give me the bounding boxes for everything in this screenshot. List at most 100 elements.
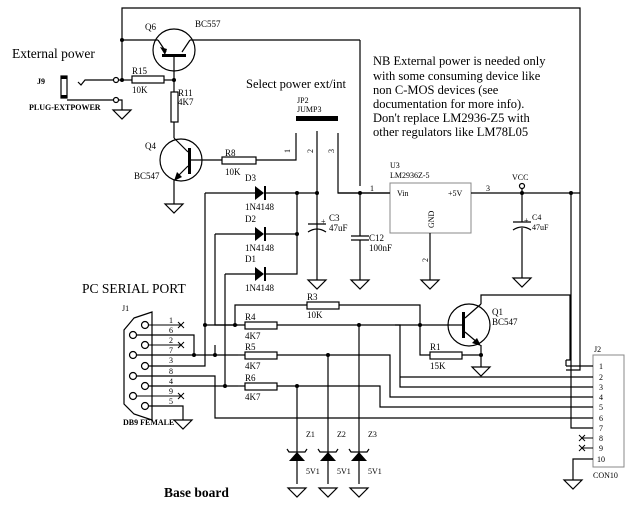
label-d1: D1 [245,254,256,264]
value-r6: 4K7 [245,392,261,402]
heading-external-power: External power [12,46,95,61]
note-line: documentation for more info). [373,97,524,111]
label-r5: R5 [245,342,256,352]
q1-transistor [447,294,571,377]
value-c3: 47uF [329,223,348,233]
j2-pin: 8 [599,434,603,443]
note-line: NB External power is needed only [373,54,546,68]
j2-pin: 3 [599,383,603,392]
vcc-node [518,182,526,222]
label-z2: Z2 [337,430,346,439]
j1-pin: 8 [169,367,173,376]
label-j9: J9 [37,77,45,86]
value-r15: 10K [132,85,148,95]
label-c3: C3 [329,213,340,223]
note-line: non C-MOS devices (see [373,83,499,97]
label-r3: R3 [307,292,318,302]
d3-diode [255,186,266,200]
label-q1: Q1 [492,307,503,317]
q4-transistor [159,137,222,214]
note-line: Don't replace LM2936-Z5 with [373,111,530,125]
jp2-pin-1: 1 [283,149,292,153]
r1-resistor [419,325,483,360]
j2-connector [400,191,625,490]
label-q6: Q6 [145,22,156,32]
u3-pin-1: 1 [370,184,374,193]
value-r5: 4K7 [245,361,261,371]
d1-diode [255,267,266,281]
c4-capacitor [511,221,533,288]
z2-zener [317,355,339,498]
u3-pin-2: 2 [421,258,430,262]
r3-resistor [233,301,421,327]
jp2-pin-2: 2 [306,149,315,153]
heading-pc-serial-port: PC SERIAL PORT [82,281,186,296]
label-j1: J1 [122,304,129,313]
value-d1: 1N4148 [245,283,274,293]
j1-pin: 9 [169,387,173,396]
value-r4: 4K7 [245,331,261,341]
value-u3: LM2936Z-5 [390,171,430,180]
j1-pin: 1 [169,316,173,325]
label-z1: Z1 [306,430,315,439]
label-c4: C4 [532,213,541,222]
z3-zener [348,325,370,498]
value-r11: 4K7 [178,97,194,107]
value-jp2: JUMP3 [297,105,321,114]
heading-select-power: Select power ext/int [246,77,346,91]
label-q4: Q4 [145,141,156,151]
r5-resistor [238,351,566,398]
j1-pin: 2 [169,336,173,345]
c3-polarity: + [321,217,326,226]
j2-pin: 1 [599,362,603,371]
c3-capacitor [306,223,328,290]
label-c12: C12 [369,233,384,243]
label-r4: R4 [245,312,256,322]
value-r1: 15K [430,361,446,371]
jp2-jumper [296,116,394,280]
j1-pin-wires [137,321,566,430]
j1-pin: 5 [169,397,173,406]
value-j1: DB9 FEMALE [123,418,174,427]
value-r8: 10K [225,167,241,177]
z1-zener [286,386,308,498]
value-j2: CON10 [593,471,618,480]
label-r15: R15 [132,66,148,76]
j2-pin-numbers: 1 2 3 4 5 6 7 8 9 10 [597,362,605,464]
value-d2: 1N4148 [245,243,274,253]
j1-pin: 7 [169,346,173,355]
label-r8: R8 [225,148,236,158]
c12-capacitor [349,193,371,290]
label-r1: R1 [430,342,441,352]
label-r6: R6 [245,373,256,383]
j2-pin: 5 [599,403,603,412]
j2-pin: 6 [599,414,603,423]
value-c4: 47uF [532,223,549,232]
u3-gnd: GND [427,210,436,228]
label-d2: D2 [245,214,256,224]
u3-regulator [338,182,580,290]
c4-polarity: + [524,216,529,225]
label-d3: D3 [245,173,256,183]
value-d3: 1N4148 [245,202,274,212]
note-line: other regulators like LM78L05 [373,125,528,139]
label-j2: J2 [594,345,601,354]
label-vcc: VCC [512,173,528,182]
d2-diode [255,227,266,241]
j2-pin: 2 [599,373,603,382]
jp2-pin-3: 3 [327,149,336,153]
j1-pin: 4 [169,377,173,386]
label-jp2: JP2 [297,96,309,105]
j1-db9-connector [123,311,153,421]
q6-transistor [122,28,361,186]
u3-pin-3: 3 [486,184,490,193]
value-j9: PLUG-EXTPOWER [29,103,101,112]
diagram-title: Base board [164,485,229,500]
j9-plug-symbol [60,75,133,120]
label-r11: R11 [178,88,193,98]
j2-pin: 9 [599,444,603,453]
value-q1: BC547 [492,317,518,327]
value-q4: BC547 [134,171,160,181]
